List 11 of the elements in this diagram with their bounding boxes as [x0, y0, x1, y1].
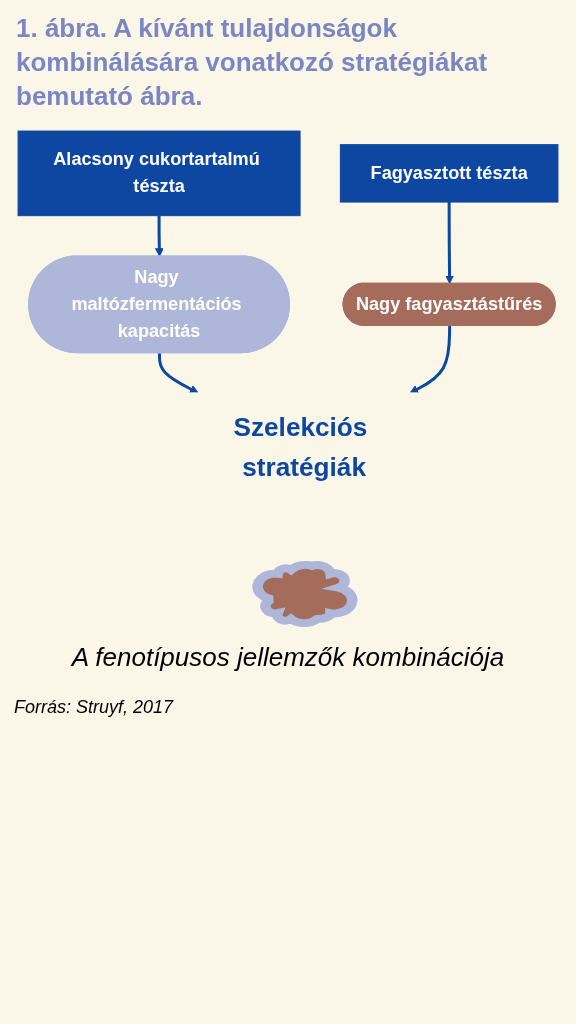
- node-box: Fagyasztott tészta: [339, 144, 559, 203]
- arrow: [154, 216, 164, 258]
- title: 1. ábra. A kívánt tulajdonságok kombinálására vonatkozó stratégiákat bemutató ábra.: [16, 12, 489, 113]
- arrow: [409, 326, 452, 394]
- node-box: Alacsony cukortartalmú tészta: [17, 130, 301, 217]
- node-caption: A fenotípusos jellemzők kombinációja: [69, 641, 506, 673]
- arrow: [157, 353, 199, 394]
- node-text: Szelekciós stratégiák: [233, 412, 368, 482]
- node-cloud: [253, 560, 357, 628]
- source-note: Forrás: Struyf, 2017: [14, 696, 175, 718]
- arrow: [445, 202, 454, 285]
